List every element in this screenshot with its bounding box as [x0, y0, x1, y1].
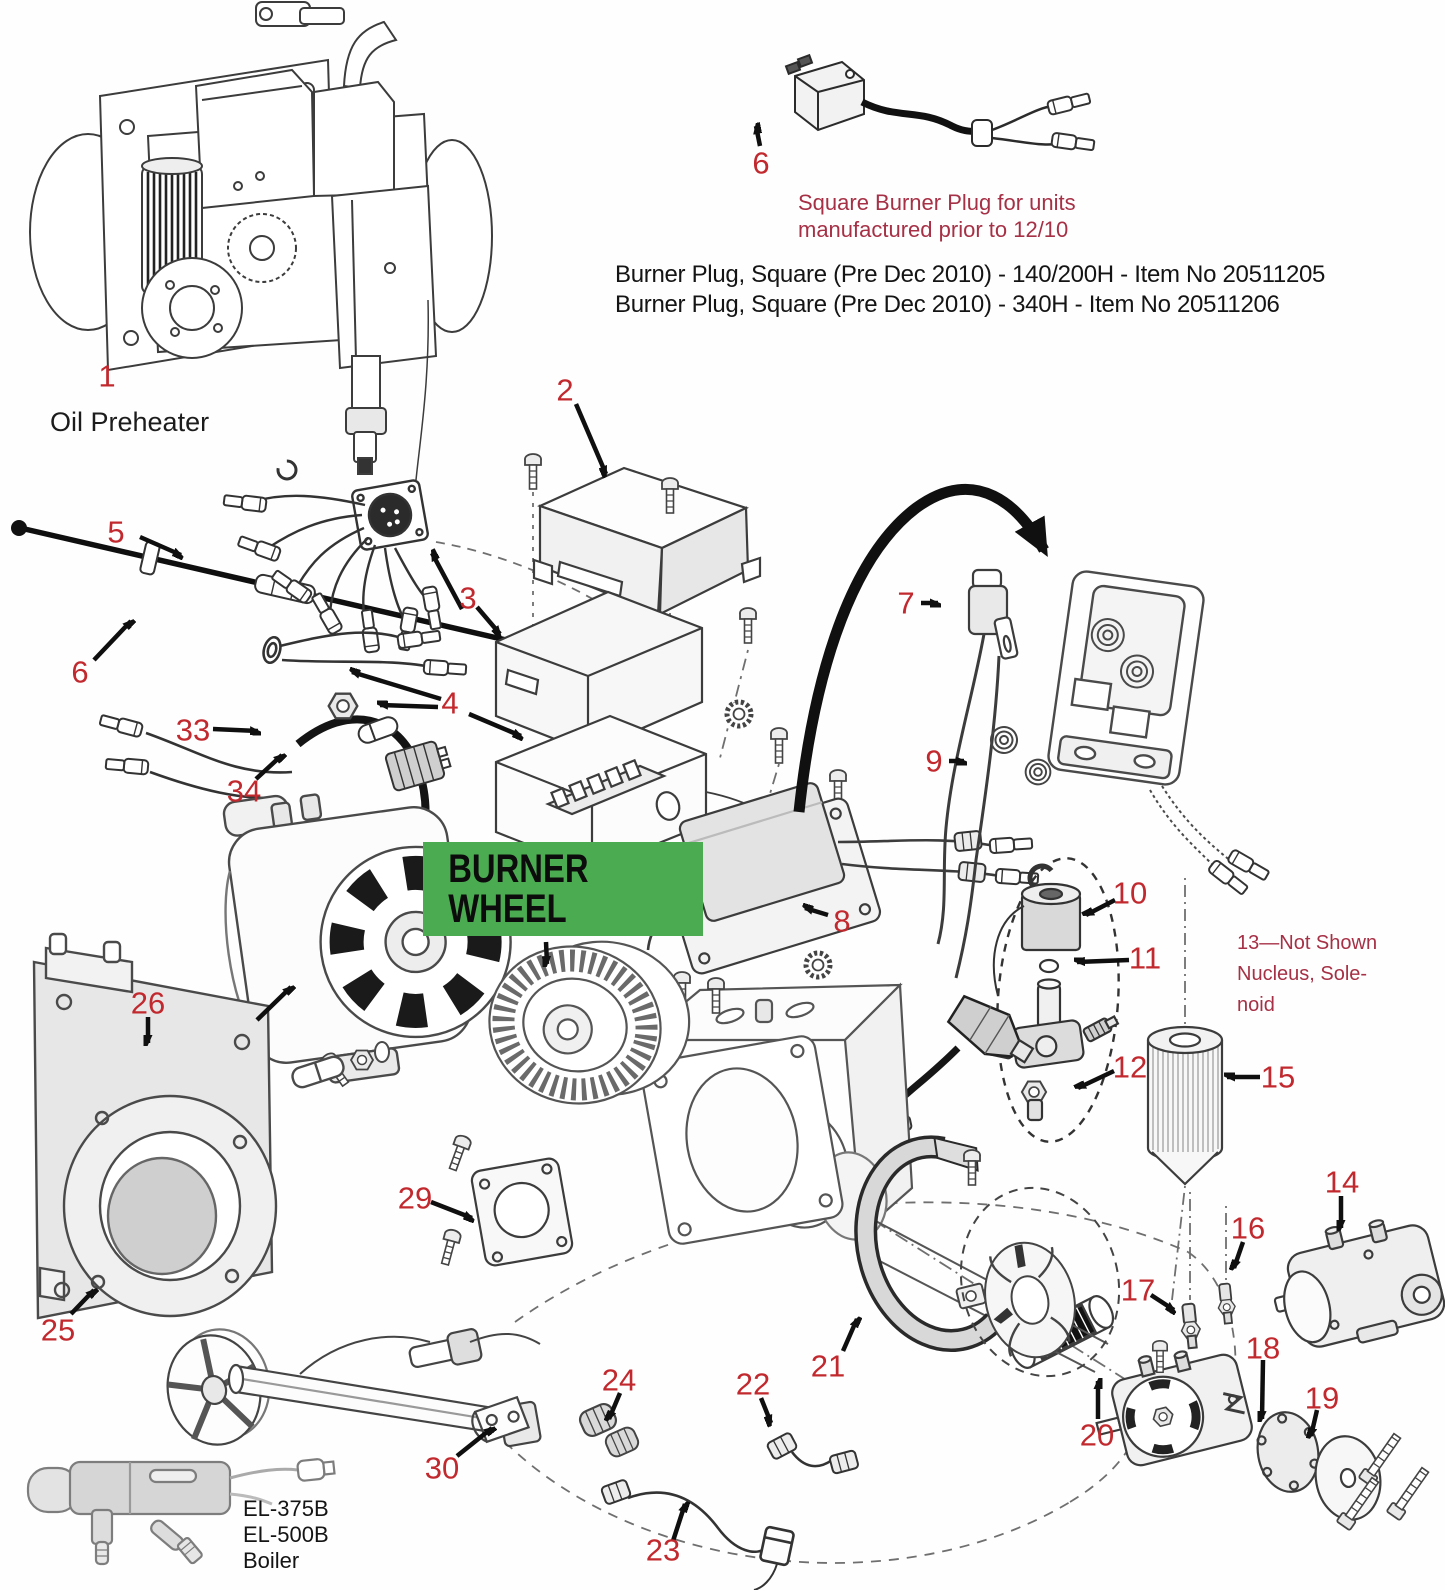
- wire-harness-drawing: [222, 459, 445, 654]
- plug-note-line1: Square Burner Plug for units: [798, 190, 1076, 215]
- callout-33: 33: [175, 712, 211, 748]
- boiler-label: EL-375B EL-500B Boiler: [243, 1496, 329, 1574]
- electrode-and-springs-drawing: [936, 568, 1055, 979]
- burner-wheel-label: BURNER WHEEL: [423, 842, 703, 936]
- callout-arrows: [69, 126, 1341, 1542]
- not-shown-note: 13—Not Shown Nucleus, Sole- noid: [1237, 928, 1377, 1021]
- mount-plate-and-ring-drawing: [32, 932, 390, 1320]
- burner-wheel-label-text: BURNER WHEEL: [448, 847, 589, 931]
- junction-box-drawing: [494, 606, 848, 872]
- fuse-and-connector-drawing: [327, 692, 452, 792]
- callout-7: 7: [897, 585, 915, 621]
- callout-6-left: 6: [71, 654, 89, 690]
- oil-preheater-label: Oil Preheater: [50, 407, 210, 437]
- fuel-pump-drawing: [1273, 1219, 1445, 1348]
- item-line-340h: Burner Plug, Square (Pre Dec 2010) - 340…: [615, 291, 1280, 318]
- pump-gaskets-drawing: [1256, 1411, 1433, 1532]
- not-shown-line1: 13—Not Shown: [1237, 932, 1378, 954]
- callout-4: 4: [441, 685, 459, 721]
- callout-22: 22: [735, 1366, 771, 1402]
- callout-15: 15: [1260, 1059, 1296, 1095]
- gasket-plate-drawing: [436, 1132, 574, 1268]
- callout-30: 30: [424, 1450, 460, 1486]
- callout-34: 34: [226, 773, 262, 809]
- not-shown-line2: Nucleus, Sole-: [1237, 963, 1368, 985]
- square-burner-plug-drawing: [784, 53, 1096, 154]
- callout-9: 9: [925, 743, 943, 779]
- callout-25: 25: [40, 1312, 76, 1348]
- burner-housing-drawing: [636, 970, 1109, 1373]
- boiler-line1: EL-375B: [243, 1496, 329, 1521]
- callout-18: 18: [1245, 1330, 1281, 1366]
- control-box-drawing: [523, 452, 762, 616]
- swoosh-arrow: [793, 483, 1049, 813]
- callout-29: 29: [397, 1180, 433, 1216]
- boiler-line2: EL-500B: [243, 1522, 329, 1547]
- air-tube-assembly-drawing: [166, 1328, 640, 1458]
- transformer-drawing: [646, 782, 1040, 977]
- callout-10: 10: [1112, 875, 1148, 911]
- cover-box-drawing: [494, 590, 704, 754]
- callout-20: 20: [1079, 1417, 1115, 1453]
- plug-note: Square Burner Plug for units manufacture…: [798, 189, 1076, 243]
- two-wire-lead-drawing: [262, 627, 468, 678]
- photocell-drawing: [26, 1458, 336, 1566]
- item-line-140-200h: Burner Plug, Square (Pre Dec 2010) - 140…: [615, 261, 1326, 288]
- band-and-flame-head-drawing: [854, 1135, 1121, 1378]
- callout-26: 26: [130, 985, 166, 1021]
- callout-2: 2: [556, 372, 574, 408]
- callout-1: 1: [98, 358, 116, 394]
- jumper-wires-drawing: [599, 1430, 861, 1590]
- callout-24: 24: [601, 1362, 637, 1398]
- callout-17: 17: [1120, 1272, 1156, 1308]
- plug-note-line2: manufactured prior to 12/10: [798, 217, 1069, 242]
- fuel-filter-drawing: [1146, 1025, 1224, 1186]
- callout-6-top: 6: [752, 145, 770, 181]
- callout-16: 16: [1230, 1210, 1266, 1246]
- callout-5: 5: [107, 514, 125, 550]
- boiler-line3: Boiler: [243, 1548, 300, 1573]
- callout-14: 14: [1324, 1164, 1360, 1200]
- callout-12: 12: [1112, 1049, 1148, 1085]
- not-shown-line3: noid: [1237, 994, 1275, 1016]
- ignition-plate-drawing: [1047, 570, 1272, 898]
- blower-wheel-drawing: [488, 940, 691, 1105]
- callout-11: 11: [1128, 940, 1162, 976]
- callout-8: 8: [833, 903, 851, 939]
- callout-21: 21: [810, 1348, 846, 1384]
- callout-3: 3: [459, 580, 477, 616]
- oil-preheater-drawing: [29, 1, 493, 481]
- callout-19: 19: [1304, 1380, 1340, 1416]
- item-numbers-block: Burner Plug, Square (Pre Dec 2010) - 140…: [615, 260, 1325, 320]
- callout-23: 23: [645, 1532, 681, 1568]
